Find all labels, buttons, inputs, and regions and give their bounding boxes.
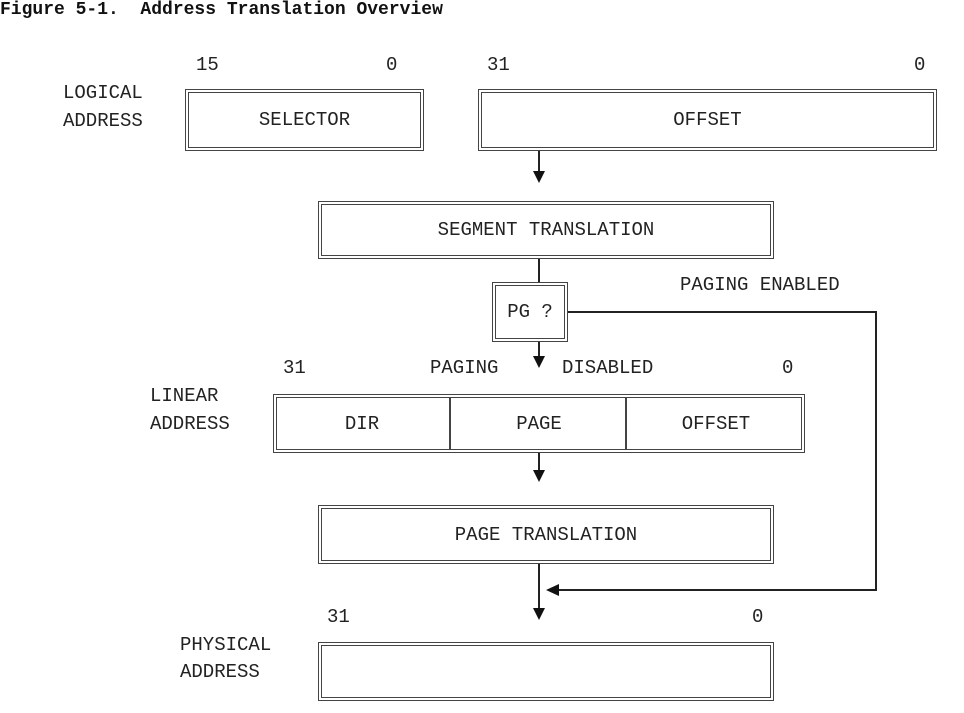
arrow-down-icon <box>533 470 545 482</box>
physical-address-label-1: PHYSICAL <box>180 634 272 656</box>
logical-address-label-2: ADDRESS <box>63 110 143 132</box>
physical-bit-high: 31 <box>327 606 350 628</box>
arrow-left-icon <box>546 584 559 596</box>
bypass-line-horizontal-top <box>568 311 877 313</box>
arrow-down-icon <box>533 171 545 183</box>
connector-linear-page <box>538 453 540 470</box>
paging-disabled-label-right: DISABLED <box>562 357 654 379</box>
page-translation-label: PAGE TRANSLATION <box>454 523 638 546</box>
pg-test-label: PG ? <box>507 301 553 323</box>
paging-disabled-label-left: PAGING <box>430 357 499 379</box>
linear-bit-high: 31 <box>283 357 306 379</box>
dir-page-divider <box>449 398 451 449</box>
logical-address-label-1: LOGICAL <box>63 82 143 104</box>
physical-address-box <box>318 642 774 701</box>
segment-translation-box: SEGMENT TRANSLATION <box>318 201 774 259</box>
page-field: PAGE <box>516 412 562 435</box>
page-offset-divider <box>625 398 627 449</box>
page-translation-box: PAGE TRANSLATION <box>318 505 774 564</box>
connector-pg-linear <box>538 342 540 356</box>
offset-label: OFFSET <box>673 109 742 131</box>
linear-bit-low: 0 <box>782 357 794 379</box>
selector-bit-high: 15 <box>196 54 219 76</box>
segment-translation-label: SEGMENT TRANSLATION <box>437 219 655 241</box>
pg-test-box: PG ? <box>492 282 568 342</box>
figure-title: Figure 5-1. Address Translation Overview <box>0 0 443 20</box>
physical-address-label-2: ADDRESS <box>180 661 260 683</box>
arrow-down-icon <box>533 356 545 368</box>
linear-address-label-1: LINEAR <box>150 385 219 407</box>
selector-bit-low: 0 <box>386 54 398 76</box>
arrow-down-icon <box>533 608 545 620</box>
bypass-line-vertical <box>875 311 877 591</box>
bypass-line-horizontal-bottom <box>558 589 877 591</box>
selector-box: SELECTOR <box>185 89 424 151</box>
selector-label: SELECTOR <box>258 109 351 131</box>
connector-page-physical <box>538 564 540 608</box>
offset-box: OFFSET <box>478 89 937 151</box>
offset-bit-high: 31 <box>487 54 510 76</box>
offset-field: OFFSET <box>681 412 751 435</box>
offset-bit-low: 0 <box>914 54 926 76</box>
dir-field: DIR <box>344 412 380 435</box>
linear-address-label-2: ADDRESS <box>150 413 230 435</box>
paging-enabled-label: PAGING ENABLED <box>680 274 840 296</box>
physical-bit-low: 0 <box>752 606 764 628</box>
connector-offset-segment <box>538 151 540 171</box>
connector-segment-pg <box>538 259 540 283</box>
linear-address-box: DIR PAGE OFFSET <box>273 394 805 453</box>
